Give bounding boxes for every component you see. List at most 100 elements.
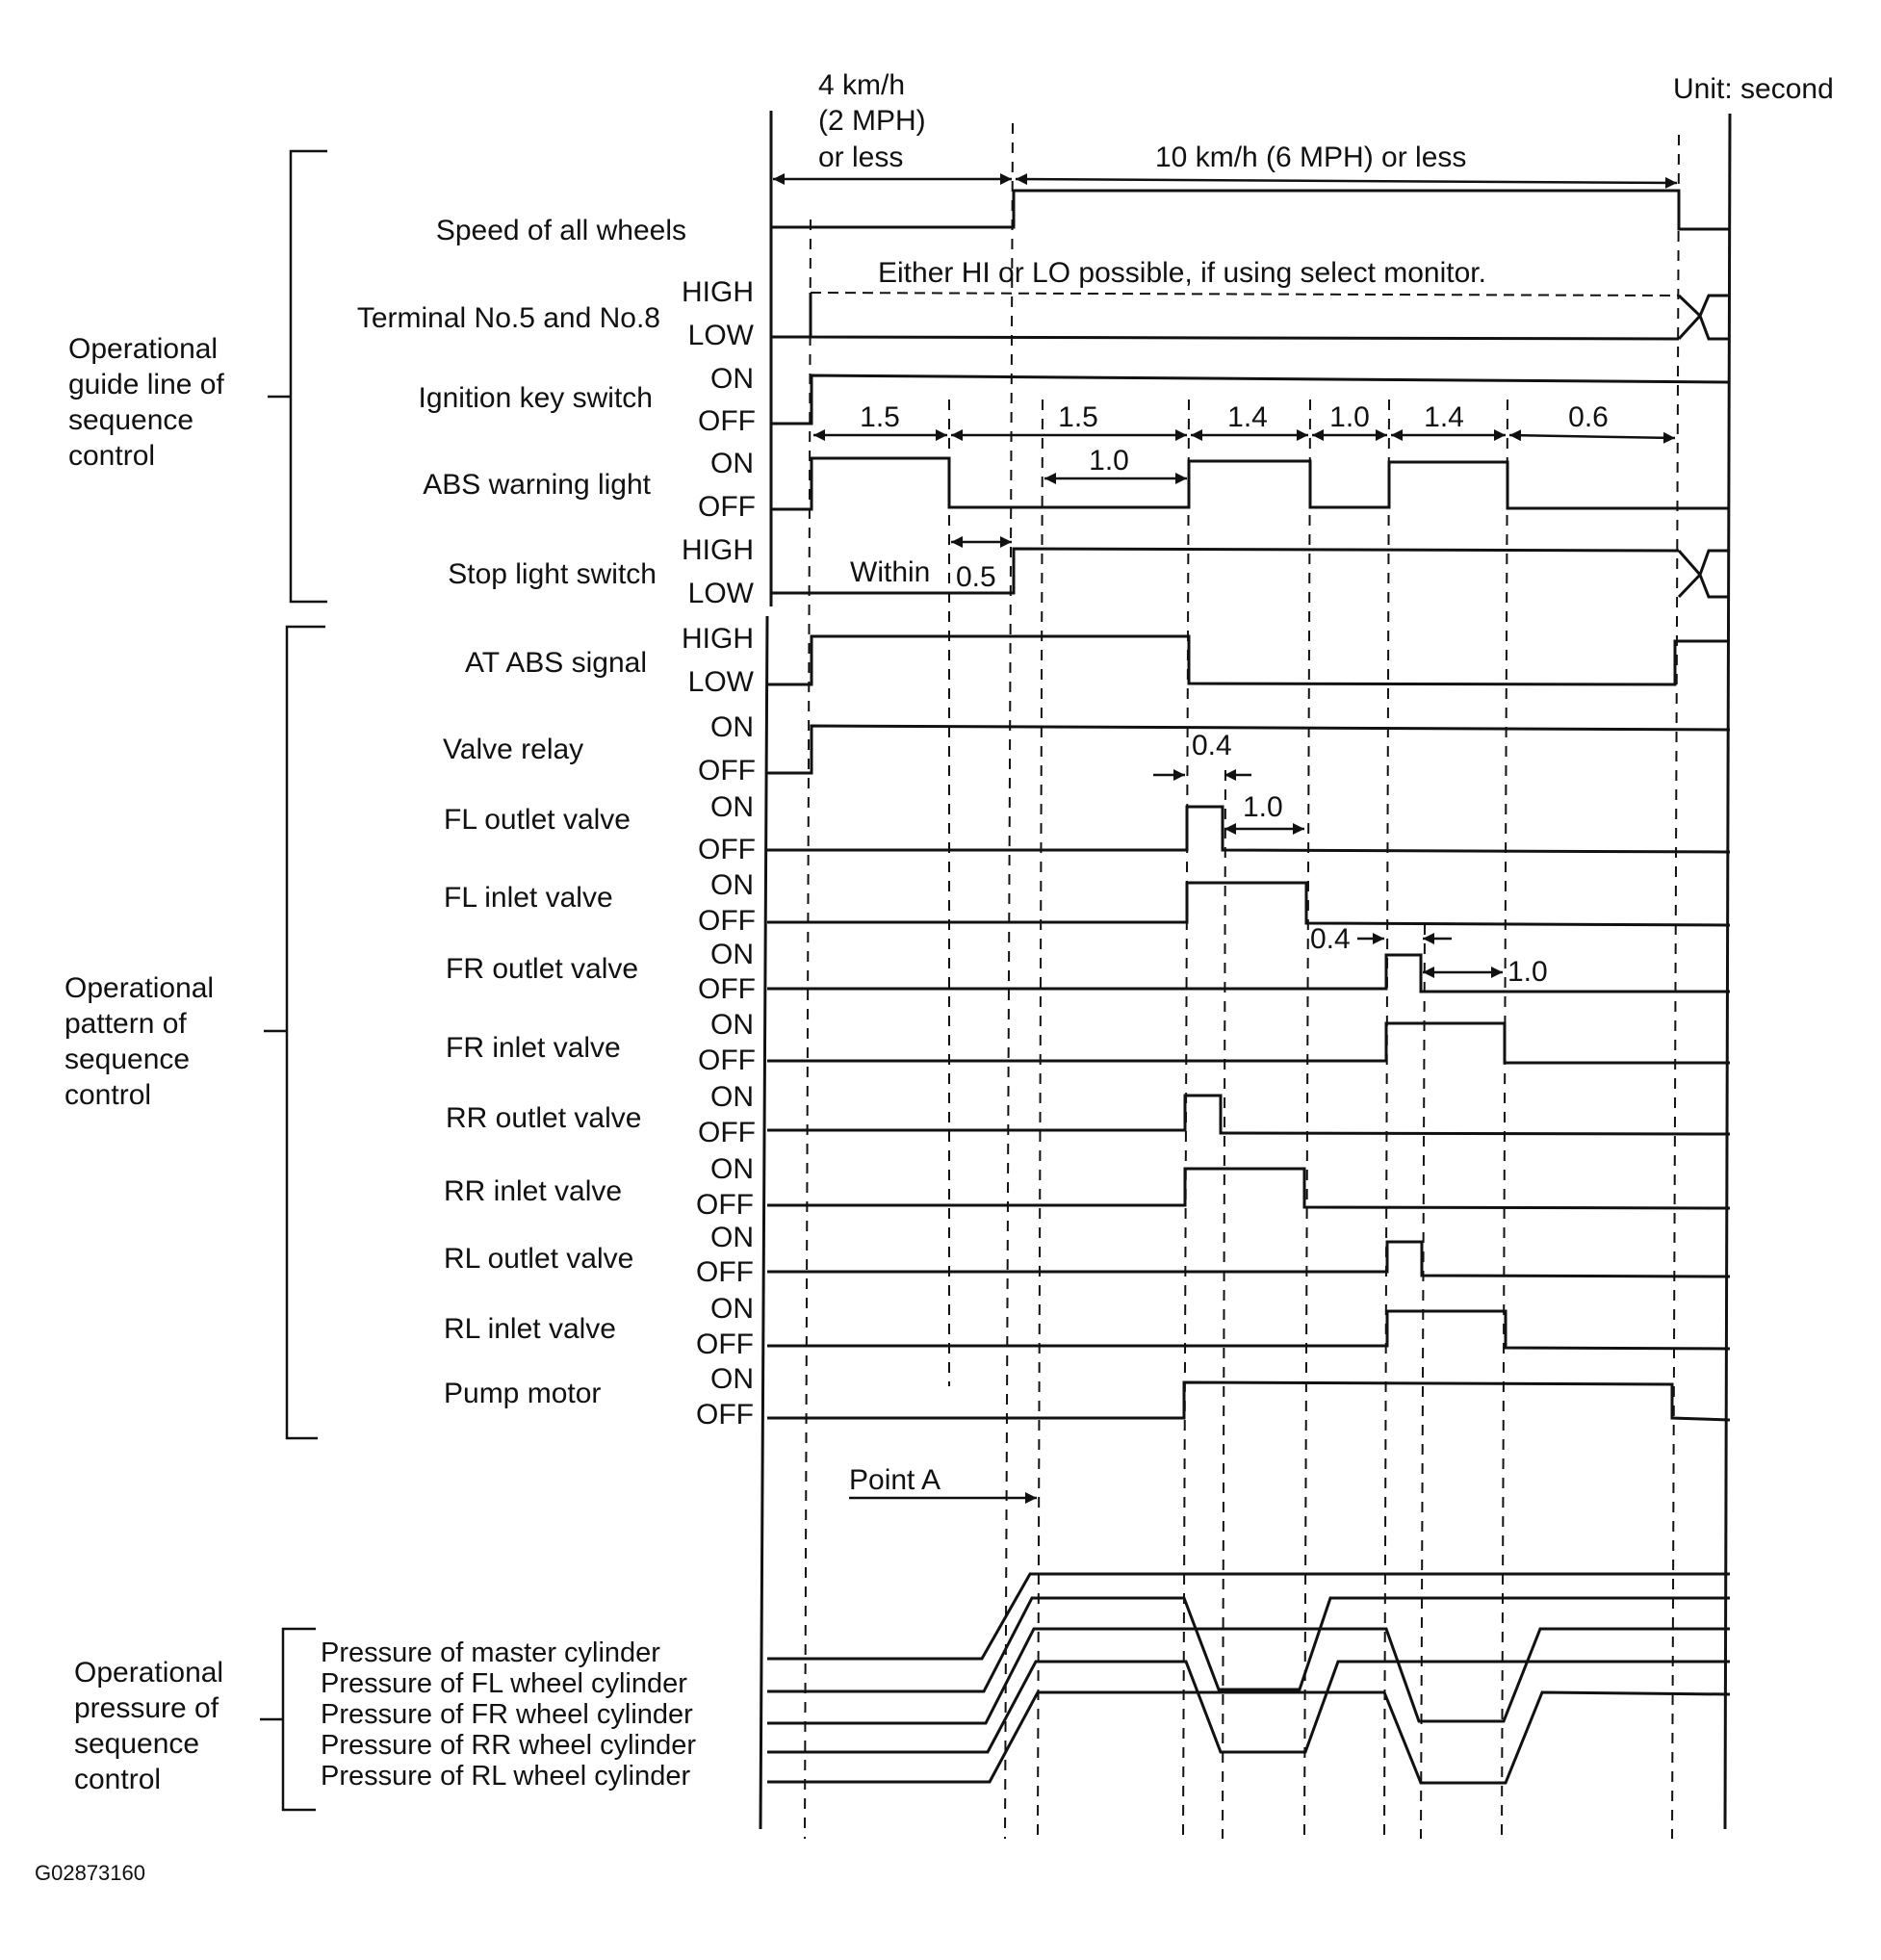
waveform-fr-inlet xyxy=(767,1021,1730,1065)
waveform-terminal xyxy=(771,293,1680,341)
waveform-rl-outlet xyxy=(767,1240,1731,1278)
group-label-guide: Operational guide line of sequence contr… xyxy=(68,333,224,472)
pressure-label-fl: Pressure of FL wheel cylinder xyxy=(321,1668,687,1699)
level-high-rr-outlet: ON xyxy=(710,1081,754,1113)
signal-names: Speed of all wheels Terminal No.5 and No… xyxy=(357,215,686,1409)
signal-name-valve-relay: Valve relay xyxy=(443,734,583,765)
point-a-label: Point A xyxy=(849,1464,940,1496)
level-high-pump-motor: ON xyxy=(710,1363,754,1395)
marker-valves-off-2 xyxy=(1501,399,1508,1840)
stop-within-label: Within xyxy=(850,556,930,588)
group-pressure-line-3: sequence xyxy=(74,1728,199,1760)
final-value: 0.6 xyxy=(1568,401,1609,433)
group-label-pressure: Operational pressure of sequence control xyxy=(74,1657,223,1795)
group-guide-line-2: guide line of xyxy=(68,369,224,400)
signal-name-speed: Speed of all wheels xyxy=(436,215,686,246)
level-high-rl-outlet: ON xyxy=(710,1222,754,1253)
waveform-valve-relay xyxy=(767,724,1731,775)
pressure-label-rl: Pressure of RL wheel cylinder xyxy=(321,1761,690,1792)
signal-name-terminal: Terminal No.5 and No.8 xyxy=(357,302,660,334)
waveform-rr-outlet xyxy=(767,1094,1731,1136)
marker-point-a xyxy=(1037,399,1044,1840)
group-pattern-line-4: control xyxy=(64,1079,151,1111)
level-high-rr-inlet: ON xyxy=(710,1153,754,1185)
marker-outlet-off-2 xyxy=(1420,923,1426,1840)
waveform-stop-light-cross xyxy=(1677,549,1730,599)
fr-outlet-after-value: 1.0 xyxy=(1507,956,1548,988)
waveform-terminal-either xyxy=(810,292,1680,297)
waveform-fr-outlet xyxy=(767,953,1730,993)
fl-outlet-after-value: 1.0 xyxy=(1243,791,1283,823)
level-high-fr-inlet: ON xyxy=(710,1009,754,1041)
waveform-rl-inlet xyxy=(767,1309,1731,1351)
signal-name-abs-warning: ABS warning light xyxy=(423,469,651,501)
signal-name-stop-light: Stop light switch xyxy=(448,558,657,590)
level-high-terminal: HIGH xyxy=(682,276,754,308)
signal-name-fl-outlet: FL outlet valve xyxy=(444,804,631,836)
select-monitor-note: Either HI or LO possible, if using selec… xyxy=(878,257,1486,289)
group-guide-line-1: Operational xyxy=(68,333,218,365)
level-low-fr-inlet: OFF xyxy=(698,1044,756,1076)
level-labels: HIGH LOW ON OFF ON OFF HIGH LOW HIGH LOW… xyxy=(682,276,756,1431)
signal-name-rl-outlet: RL outlet valve xyxy=(444,1243,633,1275)
group-guide-line-3: sequence xyxy=(68,404,193,436)
level-low-valve-relay: OFF xyxy=(698,755,756,787)
signal-name-rr-inlet: RR inlet valve xyxy=(444,1175,622,1207)
level-low-ignition: OFF xyxy=(698,405,756,437)
waveform-fl-outlet xyxy=(767,805,1731,854)
pressure-label-rr: Pressure of RR wheel cylinder xyxy=(321,1730,696,1761)
waveform-pump-motor xyxy=(767,1380,1731,1422)
left-boundary-bottom xyxy=(759,615,769,1830)
group-guide-line-4: control xyxy=(68,440,155,472)
abs-delay-value: 1.0 xyxy=(1089,445,1129,477)
pressure-curve-fl xyxy=(767,1596,1730,1693)
signal-name-pump-motor: Pump motor xyxy=(444,1378,601,1409)
level-low-abs-warning: OFF xyxy=(698,491,756,523)
group-pressure-line-4: control xyxy=(74,1764,161,1795)
pressure-curve-master xyxy=(767,1572,1730,1661)
level-high-valve-relay: ON xyxy=(710,711,754,743)
level-low-rl-inlet: OFF xyxy=(696,1328,754,1360)
level-high-rl-inlet: ON xyxy=(710,1293,754,1325)
waveform-rr-inlet xyxy=(767,1167,1731,1210)
group-pressure-line-2: pressure of xyxy=(74,1692,219,1724)
marker-ignition-on xyxy=(804,219,812,1840)
waveform-ignition xyxy=(771,374,1731,426)
level-low-rr-inlet: OFF xyxy=(696,1189,754,1221)
level-low-pump-motor: OFF xyxy=(696,1399,754,1431)
low-speed-label-3: or less xyxy=(818,142,903,173)
marker-valves-on-2 xyxy=(1383,399,1390,1840)
group-label-pattern: Operational pattern of sequence control xyxy=(64,972,214,1111)
abs-on-2-value: 1.4 xyxy=(1227,401,1268,433)
signal-name-fl-inlet: FL inlet valve xyxy=(444,882,613,914)
pressure-curve-fr xyxy=(767,1627,1730,1725)
waveform-terminal-cross xyxy=(1677,294,1730,341)
pressure-label-master: Pressure of master cylinder xyxy=(321,1638,660,1668)
marker-outlet-off-1 xyxy=(1222,769,1226,1840)
pressure-curve-rr xyxy=(767,1660,1730,1754)
signal-name-fr-outlet: FR outlet valve xyxy=(446,953,638,985)
level-low-fr-outlet: OFF xyxy=(698,973,756,1005)
level-low-at-abs: LOW xyxy=(688,666,755,698)
signal-name-rr-outlet: RR outlet valve xyxy=(446,1102,641,1134)
signal-name-rl-inlet: RL inlet valve xyxy=(444,1313,616,1345)
level-high-fl-inlet: ON xyxy=(710,869,754,901)
waveform-at-abs xyxy=(767,634,1730,686)
waveforms xyxy=(767,189,1731,1422)
level-low-rl-outlet: OFF xyxy=(696,1256,754,1288)
pressure-curves xyxy=(767,1572,1731,1785)
signal-name-at-abs: AT ABS signal xyxy=(465,647,647,679)
waveform-fl-inlet xyxy=(767,881,1731,927)
abs-on-3-value: 1.4 xyxy=(1424,401,1464,433)
marker-speed-step xyxy=(1004,122,1014,1840)
group-brackets xyxy=(260,149,327,1812)
group-pattern-line-2: pattern of xyxy=(64,1008,187,1040)
marker-end xyxy=(1671,134,1680,1840)
level-high-fr-outlet: ON xyxy=(710,939,754,970)
stop-within-value: 0.5 xyxy=(956,561,996,593)
level-low-rr-outlet: OFF xyxy=(698,1117,756,1148)
signal-name-fr-inlet: FR inlet valve xyxy=(446,1032,621,1064)
marker-valves-off-1 xyxy=(1303,399,1311,1840)
